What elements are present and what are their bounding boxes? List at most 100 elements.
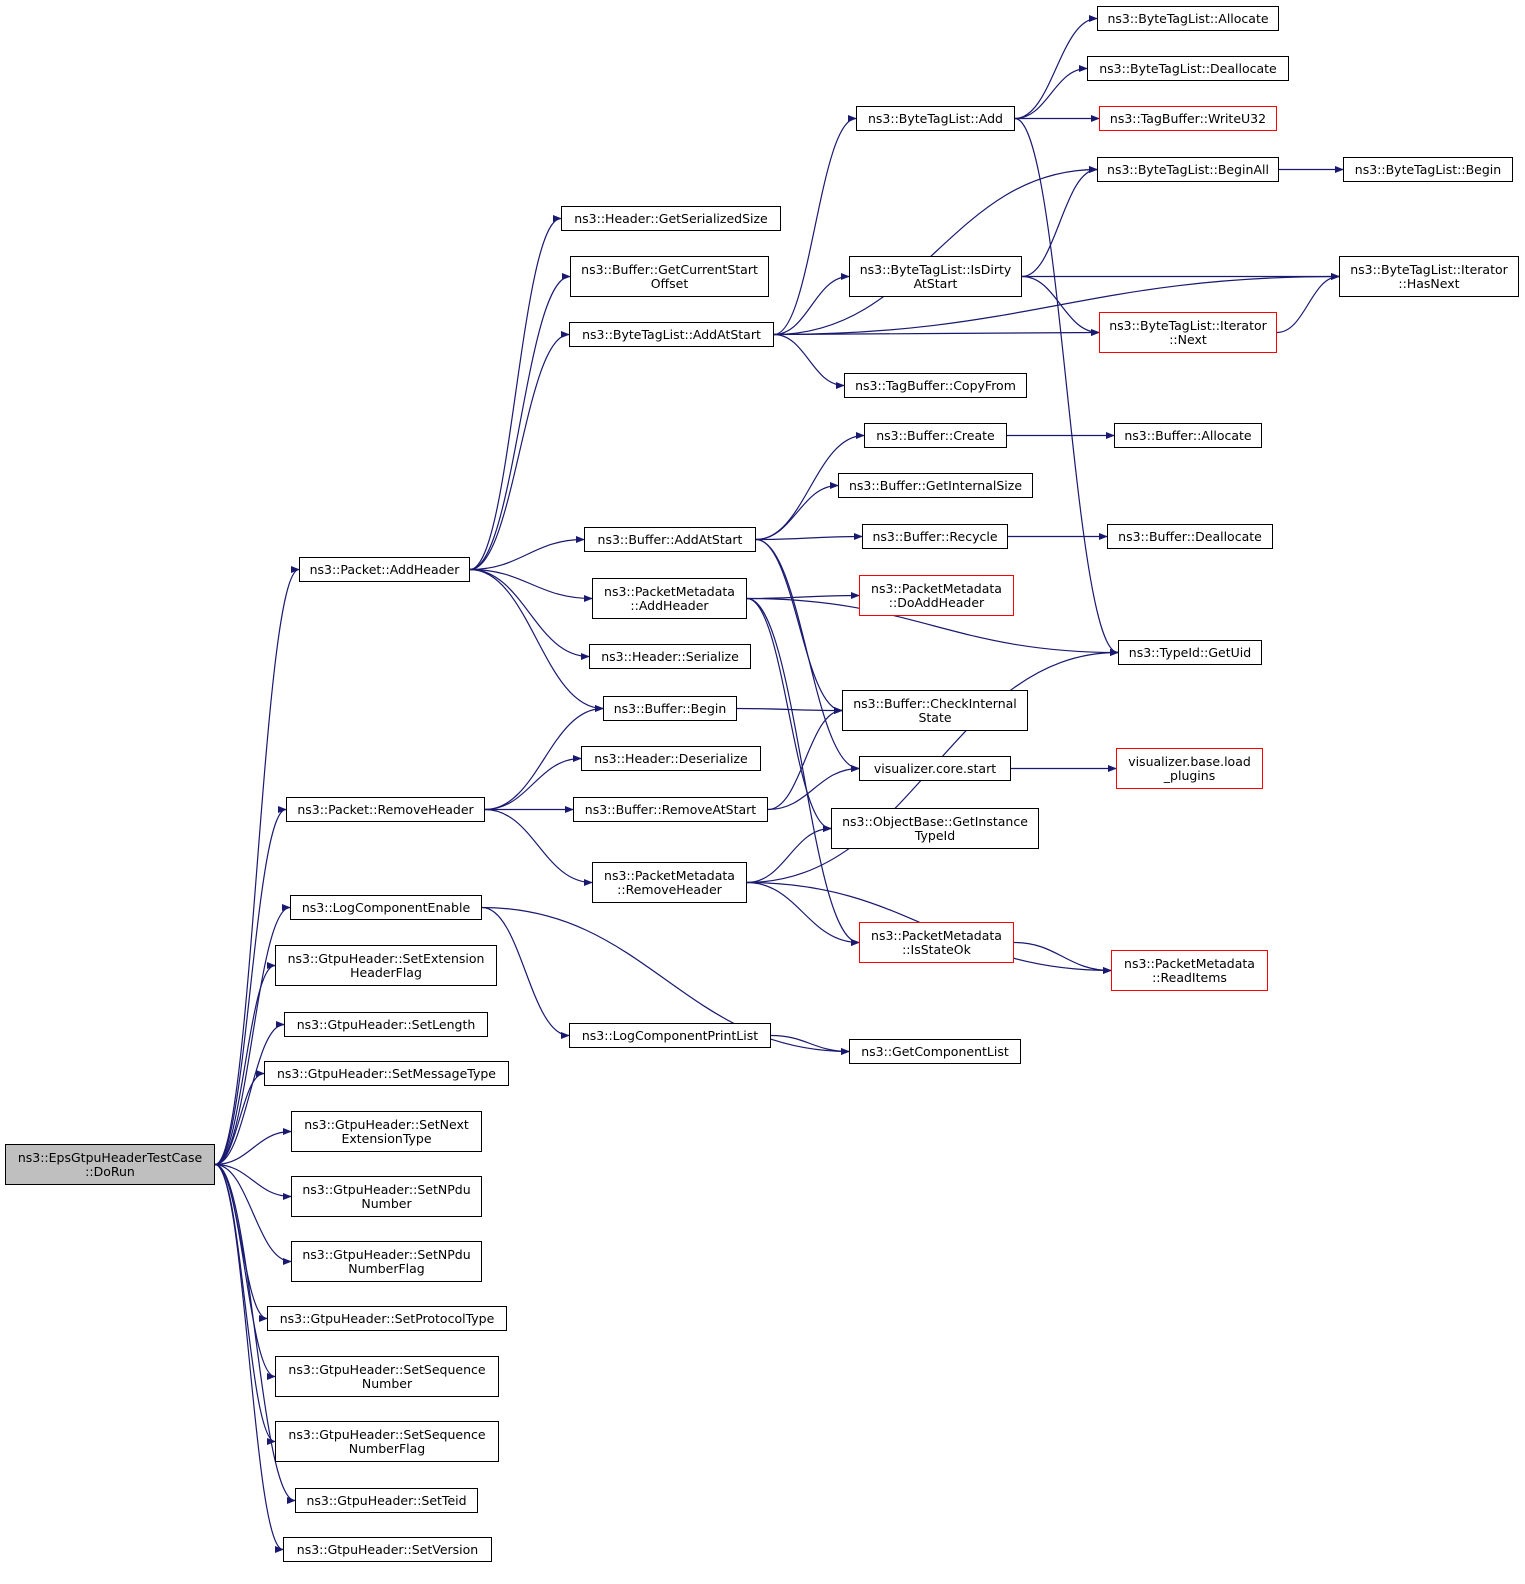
edge-btlAdd-to-btlAllocate bbox=[1014, 14, 1098, 120]
node-setNPduFlag[interactable]: ns3::GtpuHeader::SetNPdu NumberFlag bbox=[291, 1241, 482, 1282]
node-btlBeginAll[interactable]: ns3::ByteTagList::BeginAll bbox=[1097, 157, 1279, 182]
node-label: ns3::Buffer::RemoveAtStart bbox=[584, 801, 757, 817]
node-bufAllocate[interactable]: ns3::Buffer::Allocate bbox=[1114, 423, 1262, 448]
node-removeHeader[interactable]: ns3::Packet::RemoveHeader bbox=[286, 797, 485, 822]
node-label: ns3::ObjectBase::GetInstance TypeId bbox=[842, 813, 1028, 843]
node-label: ns3::GtpuHeader::SetProtocolType bbox=[279, 1310, 495, 1326]
node-label: ns3::Buffer::Begin bbox=[613, 700, 727, 716]
node-vizCoreStart[interactable]: visualizer.core.start bbox=[859, 756, 1011, 781]
edge-root-to-setNPdu bbox=[214, 1163, 292, 1201]
node-label: ns3::TypeId::GetUid bbox=[1128, 644, 1252, 660]
node-setSeqFlag[interactable]: ns3::GtpuHeader::SetSequence NumberFlag bbox=[275, 1421, 499, 1462]
node-label: ns3::PacketMetadata ::RemoveHeader bbox=[604, 867, 735, 897]
node-setProto[interactable]: ns3::GtpuHeader::SetProtocolType bbox=[267, 1306, 507, 1331]
node-getCurStart[interactable]: ns3::Buffer::GetCurrentStart Offset bbox=[570, 256, 769, 297]
node-setSeq[interactable]: ns3::GtpuHeader::SetSequence Number bbox=[275, 1356, 499, 1397]
node-label: ns3::GtpuHeader::SetVersion bbox=[296, 1541, 479, 1557]
node-label: ns3::Buffer::Allocate bbox=[1124, 427, 1252, 443]
node-btlAdd[interactable]: ns3::ByteTagList::Add bbox=[856, 106, 1015, 131]
edge-root-to-setLength bbox=[214, 1020, 285, 1166]
node-hdrSerialize[interactable]: ns3::Header::Serialize bbox=[589, 644, 751, 669]
edge-logCompPrintList-to-getCompList bbox=[770, 1034, 850, 1056]
edge-btlIsDirty-to-btlIterNext bbox=[1021, 275, 1100, 337]
node-bufBegin[interactable]: ns3::Buffer::Begin bbox=[603, 696, 737, 721]
node-setTeid[interactable]: ns3::GtpuHeader::SetTeid bbox=[295, 1488, 478, 1513]
node-pmReadItems[interactable]: ns3::PacketMetadata ::ReadItems bbox=[1111, 950, 1268, 991]
node-label: ns3::ByteTagList::Iterator ::Next bbox=[1109, 317, 1267, 347]
edge-pmAddHeader-to-objGetInstance bbox=[746, 597, 832, 833]
node-bufCreate[interactable]: ns3::Buffer::Create bbox=[864, 423, 1007, 448]
node-label: ns3::PacketMetadata ::ReadItems bbox=[1124, 955, 1255, 985]
node-logCompEnable[interactable]: ns3::LogComponentEnable bbox=[290, 895, 482, 920]
node-label: ns3::TagBuffer::CopyFrom bbox=[855, 377, 1016, 393]
edge-addHeader-to-hdrSerialize bbox=[469, 568, 590, 661]
node-setNextExt[interactable]: ns3::GtpuHeader::SetNext ExtensionType bbox=[291, 1111, 482, 1152]
node-setMsgType[interactable]: ns3::GtpuHeader::SetMessageType bbox=[264, 1061, 509, 1086]
node-btlIterNext[interactable]: ns3::ByteTagList::Iterator ::Next bbox=[1099, 312, 1277, 353]
node-typeIdGetUid[interactable]: ns3::TypeId::GetUid bbox=[1118, 640, 1262, 665]
node-label: ns3::Buffer::AddAtStart bbox=[597, 531, 743, 547]
node-bufGetInternalSize[interactable]: ns3::Buffer::GetInternalSize bbox=[838, 473, 1033, 498]
node-bufRecycle[interactable]: ns3::Buffer::Recycle bbox=[862, 524, 1008, 549]
edge-pmAddHeader-to-pmIsStateOk bbox=[746, 597, 860, 947]
edge-root-to-setNextExt bbox=[214, 1127, 292, 1166]
node-setVersion[interactable]: ns3::GtpuHeader::SetVersion bbox=[283, 1537, 492, 1562]
node-setExtFlag[interactable]: ns3::GtpuHeader::SetExtension HeaderFlag bbox=[275, 945, 497, 986]
node-hdrDeserialize[interactable]: ns3::Header::Deserialize bbox=[581, 746, 761, 771]
node-btlBegin[interactable]: ns3::ByteTagList::Begin bbox=[1343, 157, 1513, 182]
edge-pmIsStateOk-to-pmReadItems bbox=[1013, 941, 1112, 975]
node-getSerSize[interactable]: ns3::Header::GetSerializedSize bbox=[561, 206, 781, 231]
edge-btlIterNext-to-btlIterHasNext bbox=[1276, 272, 1340, 334]
node-label: ns3::GetComponentList bbox=[861, 1043, 1009, 1059]
node-setLength[interactable]: ns3::GtpuHeader::SetLength bbox=[284, 1012, 488, 1037]
node-label: ns3::ByteTagList::BeginAll bbox=[1107, 161, 1269, 177]
node-pmIsStateOk[interactable]: ns3::PacketMetadata ::IsStateOk bbox=[859, 922, 1014, 963]
node-tbWriteU32[interactable]: ns3::TagBuffer::WriteU32 bbox=[1099, 106, 1277, 131]
edge-addHeader-to-bufAddAtStart bbox=[469, 535, 585, 571]
node-btlIterHasNext[interactable]: ns3::ByteTagList::Iterator ::HasNext bbox=[1339, 256, 1519, 297]
node-btlAllocate[interactable]: ns3::ByteTagList::Allocate bbox=[1097, 6, 1279, 31]
edge-btlAddAtStart-to-btlBeginAll bbox=[773, 165, 1098, 336]
node-label: ns3::TagBuffer::WriteU32 bbox=[1109, 110, 1267, 126]
edge-pmRemoveHeader-to-pmIsStateOk bbox=[746, 881, 860, 947]
node-label: ns3::Header::Deserialize bbox=[594, 750, 748, 766]
node-label: ns3::ByteTagList::Allocate bbox=[1107, 10, 1269, 26]
node-setNPdu[interactable]: ns3::GtpuHeader::SetNPdu Number bbox=[291, 1176, 482, 1217]
node-pmRemoveHeader[interactable]: ns3::PacketMetadata ::RemoveHeader bbox=[592, 862, 747, 903]
node-label: ns3::Buffer::GetCurrentStart Offset bbox=[581, 261, 758, 291]
node-label: ns3::ByteTagList::IsDirty AtStart bbox=[859, 261, 1012, 291]
node-bufDeallocate[interactable]: ns3::Buffer::Deallocate bbox=[1107, 524, 1273, 549]
node-label: ns3::Buffer::Deallocate bbox=[1118, 528, 1262, 544]
node-logCompPrintList[interactable]: ns3::LogComponentPrintList bbox=[569, 1023, 771, 1048]
node-getCompList[interactable]: ns3::GetComponentList bbox=[849, 1039, 1021, 1064]
node-btlDeallocate[interactable]: ns3::ByteTagList::Deallocate bbox=[1087, 56, 1289, 81]
node-label: ns3::GtpuHeader::SetTeid bbox=[306, 1492, 467, 1508]
node-bufRemoveAtStart[interactable]: ns3::Buffer::RemoveAtStart bbox=[573, 797, 768, 822]
edge-removeHeader-to-bufBegin bbox=[484, 704, 604, 811]
node-label: ns3::GtpuHeader::SetSequence Number bbox=[288, 1361, 486, 1391]
node-label: ns3::GtpuHeader::SetLength bbox=[296, 1016, 476, 1032]
edge-bufAddAtStart-to-bufRecycle bbox=[755, 532, 863, 541]
node-tbCopyFrom[interactable]: ns3::TagBuffer::CopyFrom bbox=[844, 373, 1027, 398]
node-btlAddAtStart[interactable]: ns3::ByteTagList::AddAtStart bbox=[569, 322, 774, 347]
node-bufAddAtStart[interactable]: ns3::Buffer::AddAtStart bbox=[584, 527, 756, 552]
edge-root-to-setNPduFlag bbox=[214, 1163, 292, 1266]
edge-btlIsDirty-to-btlBeginAll bbox=[1021, 165, 1098, 278]
node-pmDoAddHeader[interactable]: ns3::PacketMetadata ::DoAddHeader bbox=[859, 575, 1014, 616]
node-objGetInstance[interactable]: ns3::ObjectBase::GetInstance TypeId bbox=[831, 808, 1039, 849]
node-vizLoadPlugins[interactable]: visualizer.base.load _plugins bbox=[1116, 748, 1263, 789]
node-addHeader[interactable]: ns3::Packet::AddHeader bbox=[299, 557, 470, 582]
edge-root-to-setExtFlag bbox=[214, 961, 276, 1166]
edge-root-to-setMsgType bbox=[214, 1069, 265, 1166]
node-label: ns3::Header::Serialize bbox=[601, 648, 739, 664]
edge-btlAddAtStart-to-tbCopyFrom bbox=[773, 333, 845, 390]
node-root: ns3::EpsGtpuHeaderTestCase ::DoRun bbox=[5, 1144, 215, 1185]
node-bufCheckInternal[interactable]: ns3::Buffer::CheckInternal State bbox=[842, 690, 1028, 731]
node-label: ns3::PacketMetadata ::AddHeader bbox=[604, 583, 735, 613]
node-label: ns3::ByteTagList::Begin bbox=[1354, 161, 1502, 177]
node-btlIsDirty[interactable]: ns3::ByteTagList::IsDirty AtStart bbox=[849, 256, 1022, 297]
node-label: ns3::ByteTagList::AddAtStart bbox=[582, 326, 761, 342]
edge-removeHeader-to-hdrDeserialize bbox=[484, 754, 582, 811]
node-pmAddHeader[interactable]: ns3::PacketMetadata ::AddHeader bbox=[592, 578, 747, 619]
node-label: ns3::GtpuHeader::SetNPdu Number bbox=[302, 1181, 471, 1211]
